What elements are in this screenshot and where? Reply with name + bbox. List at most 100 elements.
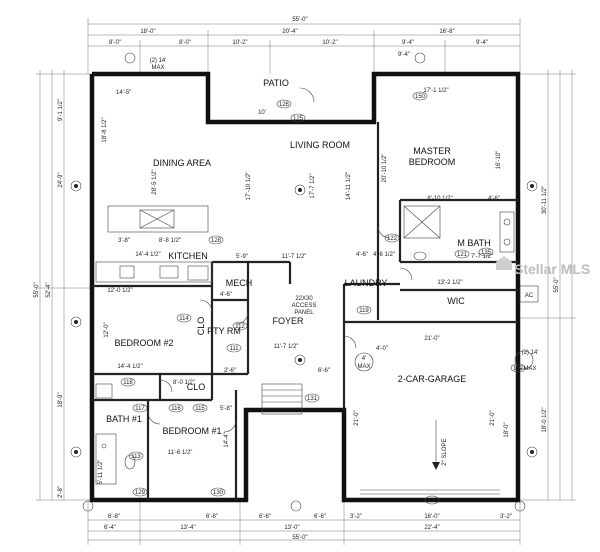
dim-bottom-f: 6'-8" [206, 514, 218, 520]
dim-right-b: 18'-0 1/2" [542, 407, 548, 432]
door-swings [147, 87, 413, 433]
dim-top-overall: 55'-0" [292, 17, 307, 23]
room-label-kitchen: KITCHEN [168, 251, 208, 261]
tag-115: 115 [195, 406, 205, 412]
dim-short-a: 4'-6" [220, 292, 232, 298]
max-d: MAX [523, 366, 536, 372]
dim-left-c: 18'-9" [58, 392, 64, 407]
room-label-garage: 2-CAR-GARAGE [398, 374, 467, 384]
ac-label: AC [525, 293, 534, 299]
tag-118: 118 [123, 380, 133, 386]
foyer-hatch [261, 383, 303, 415]
room-label-mech: MECH [226, 278, 253, 288]
dim-right-a: 30'-11 1/2" [542, 186, 548, 214]
tag-121: 121 [457, 252, 468, 258]
dim-left-b: 52'-4" [46, 282, 52, 297]
dim-living-a: 17'-10 1/2" [246, 172, 252, 201]
max-f: MAX [357, 364, 370, 370]
max-a: (2) 14' [150, 58, 167, 64]
dim-living-b: 17'-7 1/2" [310, 173, 316, 198]
dim-left-a: 24'-9" [58, 172, 64, 187]
dim-living-c: 14'-11 1/2" [346, 172, 352, 200]
dim-right-overall: 55'-0" [554, 277, 560, 292]
dim-garage-h1: 21'-0" [354, 410, 360, 425]
dim-garage-w: 21'-0" [424, 336, 439, 342]
dim-top-h: 10'-2" [322, 40, 337, 46]
slope-label: 2" SLOPE [442, 438, 448, 465]
dim-master-bath-a: 8'-10 1/2" [427, 196, 452, 202]
room-label-dining-area: DINING AREA [153, 158, 211, 168]
dim-left-d: 2'-8" [58, 486, 64, 498]
tag-132: 132 [513, 366, 524, 372]
dim-foyer-a: 11'-7 1/2" [282, 254, 307, 260]
dim-kitchen-a: 14'-4 1/2" [135, 252, 160, 258]
room-label-master-1: MASTER [413, 146, 451, 156]
tag-128: 128 [211, 238, 222, 244]
dim-dining-w: 18'-8 1/2" [102, 117, 108, 142]
room-label-bedroom-2: BEDROOM #2 [114, 338, 173, 348]
room-label-patio: PATIO [263, 78, 289, 88]
max-b: MAX [151, 65, 164, 71]
tag-119: 119 [359, 308, 369, 314]
dim-short-f: 9'-4" [398, 52, 410, 58]
access-panel-2: ACCESS [292, 303, 317, 309]
dim-bed2-a: 12'-0 1/2" [107, 288, 132, 294]
room-label-living-room: LIVING ROOM [290, 140, 350, 150]
room-label-master-2: BEDROOM [409, 157, 456, 167]
dim-laundry-b: 4'-6 1/2" [373, 252, 395, 258]
dim-kitchen-b: 3'-8" [118, 238, 130, 244]
room-label-bath-1: BATH #1 [106, 414, 142, 424]
tag-135: 135 [481, 250, 492, 256]
room-label-clo-2: CLO [187, 382, 206, 392]
tag-120: 120 [427, 498, 438, 504]
dim-master-bath-c: 13'-2 1/2" [437, 280, 462, 286]
dim-bottom-overall: 55'-0" [292, 535, 307, 541]
dim-bed1-a: 11'-6 1/2" [168, 450, 193, 456]
dim-left-e: 9'-1 1/2" [58, 99, 64, 121]
room-label-laundry: LAUNDRY [345, 278, 388, 288]
tag-126: 126 [279, 102, 290, 108]
room-label-pty-rm: PTY RM [207, 326, 241, 336]
master-bath-fixtures [403, 205, 515, 261]
dim-bottom-g: 6'-6" [259, 514, 271, 520]
dim-bottom-c: 13'-0" [284, 525, 299, 531]
tag-113: 113 [131, 454, 141, 460]
dim-bed2-b: 14'-4 1/2" [117, 364, 142, 370]
tag-125: 125 [293, 116, 304, 122]
dim-bottom-d: 22'-4" [424, 525, 439, 531]
dim-master-w: 17'-1 1/2" [423, 88, 448, 94]
dim-bottom-e: 6'-8" [108, 514, 120, 520]
dim-top-g: 8'-0" [179, 40, 191, 46]
dim-short-c: 5'-8" [220, 406, 232, 412]
ac-unit: AC [519, 285, 539, 303]
dim-short-d: 6'-6" [318, 368, 330, 374]
dim-top-d: 8'-0" [109, 40, 121, 46]
bath-1-fixtures [95, 383, 136, 485]
tag-129: 129 [135, 490, 146, 496]
dim-foyer-b: 11'-7 1/2" [274, 344, 299, 350]
dim-bed2-c: 12'-0" [104, 322, 110, 337]
dim-clo-a: 8'-0 1/2" [173, 380, 195, 386]
dim-garage-top: 4'-0" [376, 346, 388, 352]
room-label-bedroom-1: BEDROOM #1 [162, 426, 221, 436]
dim-bottom-a: 6'-4" [104, 525, 116, 531]
grid-markers [70, 52, 538, 512]
room-label-m-bath: M BATH [457, 238, 490, 248]
tag-117: 117 [135, 406, 145, 412]
max-e: 4' [362, 356, 366, 362]
dim-top-f: 9'-4" [402, 40, 414, 46]
dim-kitchen-c: 8'-8 1/2" [159, 238, 181, 244]
watermark-logo: Stellar MLS [496, 256, 590, 277]
dim-top-b: 20'-4" [282, 29, 297, 35]
max-c: (2) 14' [522, 350, 539, 356]
tag-150: 150 [415, 94, 426, 100]
tag-111: 111 [229, 346, 239, 352]
dim-master-bath-b: 4'-6" [488, 196, 500, 202]
dim-bottom-k: 3'-2" [500, 514, 512, 520]
dim-short-b: 2'-6" [224, 368, 236, 374]
room-label-wic: WIC [447, 296, 465, 306]
kitchen-fixtures [95, 205, 213, 283]
dim-bottom-b: 13'-4" [180, 525, 195, 531]
room-label-clo-1: CLO [196, 317, 206, 336]
